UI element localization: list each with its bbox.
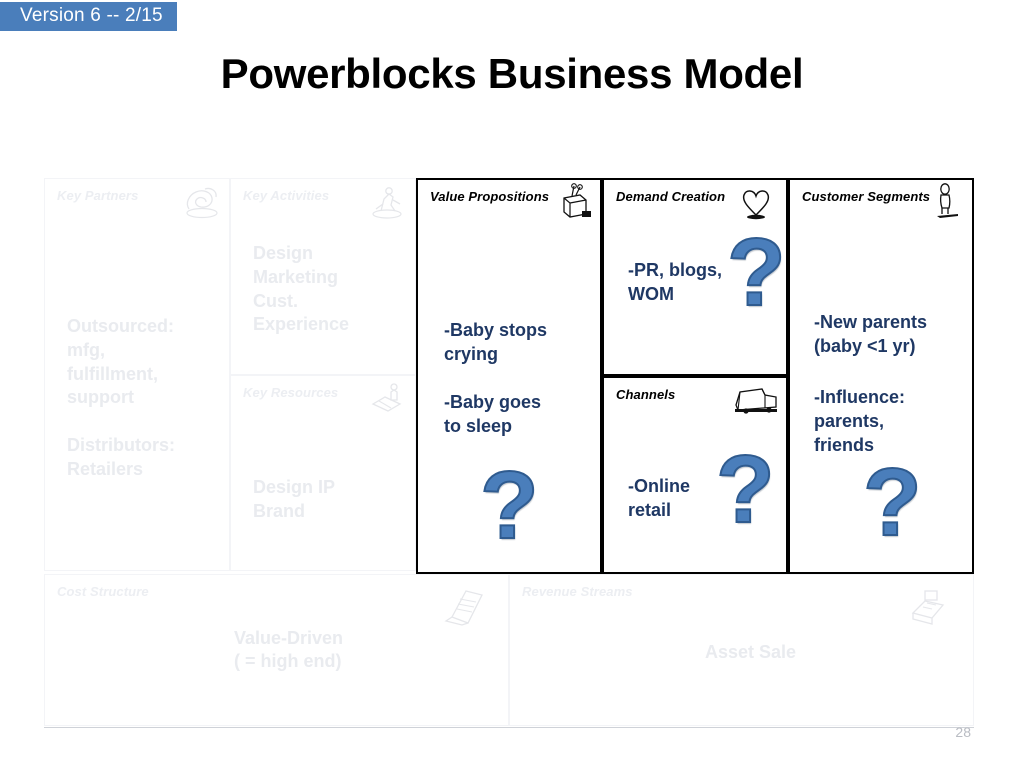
cell-title-channels: Channels: [616, 387, 676, 402]
canvas-cell-channels[interactable]: Channels -Online retail ?: [602, 376, 788, 574]
cell-title-revenue-streams: Revenue Streams: [522, 584, 633, 599]
canvas-cell-cost-structure[interactable]: Cost Structure Value-Driven ( = high end…: [44, 574, 509, 726]
question-mark-demand-creation: ?: [726, 219, 786, 326]
question-mark-channels: ?: [715, 436, 776, 543]
gears-worker-icon: [367, 183, 407, 221]
cell-body-value-propositions-secondary: -Baby goes to sleep: [444, 392, 542, 436]
cell-title-key-resources: Key Resources: [243, 385, 339, 400]
gift-box-icon: [554, 183, 594, 221]
cell-body-customer-segments: -New parents (baby <1 yr): [814, 312, 928, 356]
cell-body-key-partners: Outsourced: mfg, fulfillment, support Di…: [67, 316, 175, 479]
cell-title-cost-structure: Cost Structure: [57, 584, 149, 599]
cell-body-demand-creation: -PR, blogs, WOM: [628, 260, 722, 304]
cell-body-channels: -Online retail: [628, 476, 690, 520]
cell-body-key-resources: Design IP Brand: [253, 477, 336, 521]
cell-body-cost-structure: Value-Driven ( = high end): [234, 628, 344, 672]
cell-body-value-propositions: -Baby stops crying: [444, 320, 548, 364]
canvas-cell-key-resources[interactable]: Key Resources Design IP Brand: [230, 375, 416, 571]
canvas-cell-revenue-streams[interactable]: Revenue Streams Asset Sale: [509, 574, 974, 726]
page-number: 28: [955, 724, 971, 740]
footer-divider: [44, 727, 974, 728]
truck-icon: [732, 383, 780, 421]
cell-title-demand-creation: Demand Creation: [616, 189, 726, 204]
resources-icon: [367, 380, 407, 418]
handshake-icon: [181, 183, 221, 221]
question-mark-value-propositions: ?: [479, 452, 540, 559]
invoice-icon: [442, 585, 488, 629]
page-title: Powerblocks Business Model: [220, 50, 804, 97]
cell-body-key-activities: Design Marketing Cust. Experience: [253, 243, 350, 335]
canvas-cell-customer-segments[interactable]: Customer Segments -New parents (baby <1 …: [788, 178, 974, 574]
cell-body-revenue-streams: Asset Sale: [705, 642, 797, 662]
version-badge: Version 6 -- 2/15: [0, 2, 177, 31]
cell-body-customer-segments-secondary: -Influence: parents, friends: [814, 387, 906, 455]
cell-title-customer-segments: Customer Segments: [802, 189, 931, 204]
person-icon: [934, 183, 960, 221]
canvas-cell-demand-creation[interactable]: Demand Creation -PR, blogs, WOM ?: [602, 178, 788, 376]
canvas-cell-key-activities[interactable]: Key Activities Design Marketing Cust. Ex…: [230, 178, 416, 375]
cell-title-key-activities: Key Activities: [243, 188, 330, 203]
heart-icon: [736, 184, 776, 222]
cash-register-icon: [905, 585, 951, 629]
cell-title-key-partners: Key Partners: [57, 188, 139, 203]
question-mark-customer-segments: ?: [862, 449, 923, 556]
canvas-cell-key-partners[interactable]: Key Partners Outsourced: mfg, fulfillmen…: [44, 178, 230, 571]
cell-title-value-propositions: Value Propositions: [430, 189, 550, 204]
business-model-canvas: Key Partners Outsourced: mfg, fulfillmen…: [44, 178, 974, 726]
canvas-cell-value-propositions[interactable]: Value Propositions -Baby stops crying -B…: [416, 178, 602, 574]
